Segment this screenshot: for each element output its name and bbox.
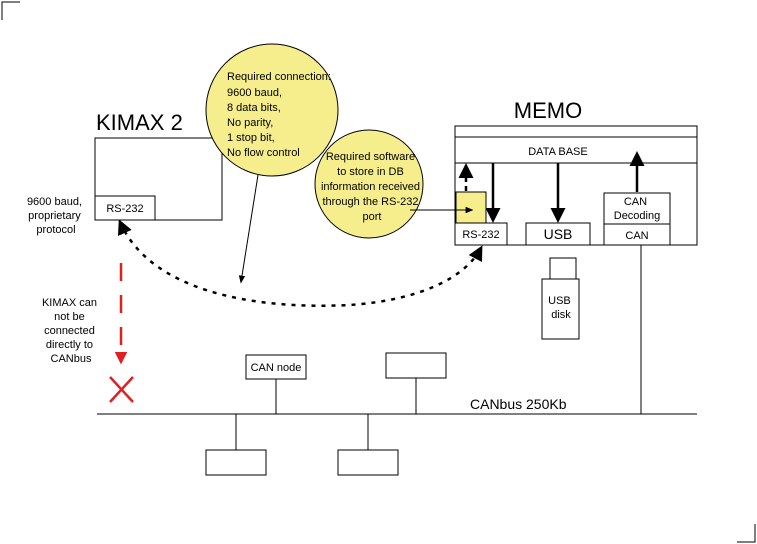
can-node-box-4 bbox=[337, 449, 399, 476]
memo-database-box bbox=[454, 136, 698, 164]
memo-title: MEMO bbox=[514, 98, 582, 123]
software-bubble bbox=[314, 129, 424, 239]
kimax-side-note-line: protocol bbox=[36, 224, 75, 236]
warning-note-line: not be bbox=[54, 311, 85, 323]
connection-bubble bbox=[205, 43, 339, 177]
software-module bbox=[455, 191, 487, 224]
memo-can-port bbox=[603, 223, 671, 246]
kimax-rs232-label: RS-232 bbox=[106, 203, 143, 215]
kimax-side-note: 9600 baud, proprietary protocol bbox=[27, 196, 85, 236]
can-node-box bbox=[245, 354, 307, 380]
connection-bubble-line: Required connection: bbox=[227, 71, 331, 83]
memo-usb-port bbox=[525, 222, 591, 246]
software-bubble-text: Required software to store in DB informa… bbox=[321, 151, 423, 223]
software-bubble-line: Required software bbox=[326, 151, 415, 163]
warning-note-line: directly to bbox=[46, 339, 93, 351]
usb-disk-line: USB bbox=[548, 295, 571, 307]
kimax-side-note-line: proprietary bbox=[28, 210, 81, 222]
usb-disk-label: USB disk bbox=[548, 295, 574, 321]
kimax-title: KIMAX 2 bbox=[96, 110, 183, 135]
memo-rs232-label: RS-232 bbox=[462, 229, 499, 241]
memo-database-label: DATA BASE bbox=[528, 146, 588, 158]
kimax-rs232-port bbox=[94, 195, 156, 221]
warning-note: KIMAX can not be connected directly to C… bbox=[42, 297, 100, 365]
memo-can-label: CAN bbox=[625, 230, 648, 242]
memo-can-decoding-line: CAN bbox=[624, 196, 647, 208]
warning-note-line: CANbus bbox=[51, 353, 92, 365]
memo-can-decoding-label: CAN Decoding bbox=[614, 196, 660, 222]
canbus-label: CANbus 250Kb bbox=[470, 396, 567, 412]
software-bubble-line: to store in DB bbox=[337, 166, 404, 178]
can-node-box-2 bbox=[385, 352, 447, 379]
software-bubble-line: information received bbox=[321, 181, 420, 193]
warning-note-line: KIMAX can bbox=[42, 297, 97, 309]
connection-bubble-line: 8 data bits, bbox=[227, 102, 281, 114]
software-bubble-line: through the RS-232 bbox=[322, 196, 418, 208]
kimax-side-note-line: 9600 baud, bbox=[27, 196, 82, 208]
can-node-box-3 bbox=[205, 449, 267, 476]
connection-bubble-line: 9600 baud, bbox=[227, 87, 282, 99]
usb-disk-body bbox=[541, 278, 580, 340]
connection-bubble-line: 1 stop bit, bbox=[227, 132, 275, 144]
memo-can-decoding-line: Decoding bbox=[614, 210, 660, 222]
can-node-label: CAN node bbox=[251, 362, 302, 374]
usb-disk-line: disk bbox=[551, 309, 571, 321]
connection-bubble-text: Required connection: 9600 baud, 8 data b… bbox=[227, 71, 334, 159]
memo-usb-label: USB bbox=[544, 226, 573, 242]
warning-note-line: connected bbox=[44, 325, 95, 337]
connection-bubble-pointer bbox=[238, 174, 259, 284]
serial-link bbox=[117, 219, 483, 307]
no-connection-cross-icon bbox=[109, 376, 134, 403]
usb-disk-connector bbox=[549, 257, 577, 281]
kimax-device-box bbox=[94, 137, 223, 221]
software-bubble-line: port bbox=[363, 211, 382, 223]
connection-bubble-line: No parity, bbox=[227, 117, 273, 129]
connection-bubble-line: No flow control bbox=[227, 147, 300, 159]
